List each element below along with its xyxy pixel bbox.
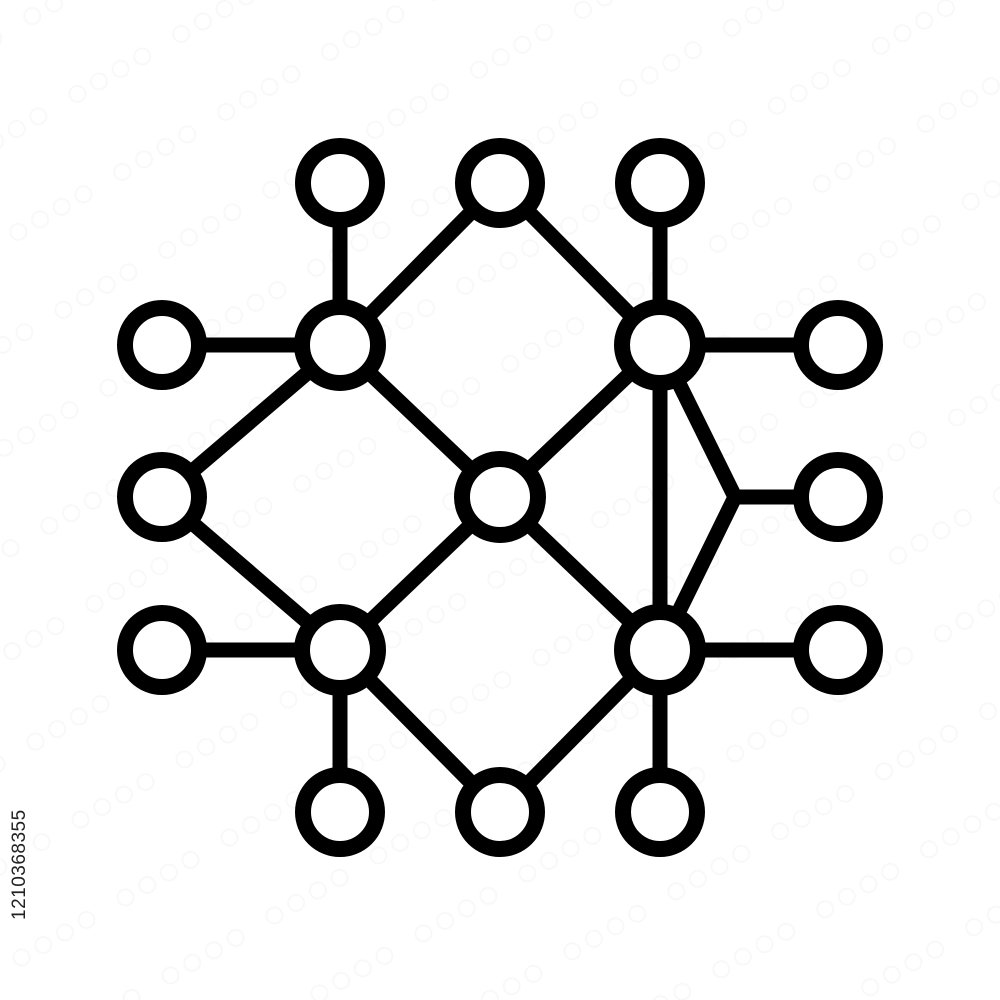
leaf-node-l3 [117,605,207,695]
leaf-node-b1 [295,767,385,857]
leaf-node-r2 [793,452,883,542]
stock-image-id: 1210368355 [9,809,30,920]
leaf-node-b3 [615,767,705,857]
hub-node-hC [294,604,386,696]
leaf-node-l1 [117,300,207,390]
leaf-node-r1 [793,300,883,390]
leaf-node-b2 [455,767,545,857]
leaf-node-t1 [295,138,385,228]
hub-node-c [454,451,546,543]
leaf-node-t3 [615,138,705,228]
leaf-node-r3 [793,605,883,695]
hub-node-hD [614,604,706,696]
leaf-node-t2 [455,138,545,228]
network-nodes [117,138,883,857]
leaf-node-l2 [117,452,207,542]
hub-node-hA [294,299,386,391]
hub-node-hB [614,299,706,391]
